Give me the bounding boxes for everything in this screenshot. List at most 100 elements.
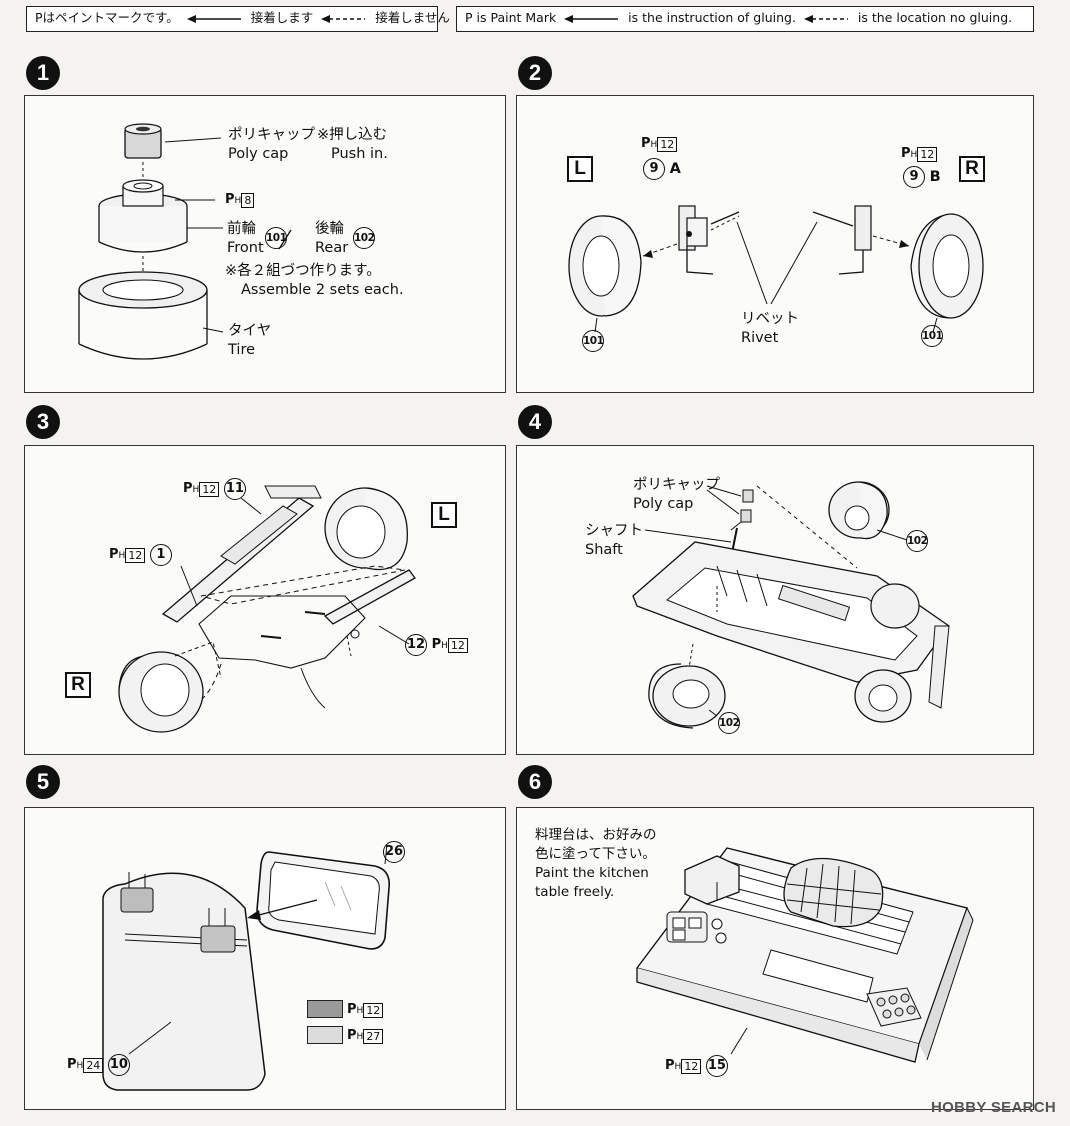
- paint-note-en-2: table freely.: [535, 884, 615, 900]
- polycap-label-en: Poly cap: [228, 146, 289, 162]
- seat-back-illustration: [102, 843, 391, 1091]
- part-12-marker: 12: [405, 634, 427, 656]
- legend-paint-mark-en: P is Paint Mark: [465, 10, 557, 25]
- paint-number-10: 24: [83, 1057, 104, 1073]
- kitchen-table-illustration: [635, 847, 974, 1063]
- legend-no-gluing-jp: 接着しません: [375, 10, 450, 25]
- legend-gluing-jp: 接着します: [250, 10, 314, 25]
- part-suffix-b: B: [929, 169, 941, 185]
- tire-label: タイヤ Tire: [228, 322, 271, 360]
- chassis-wheel-illustration: [632, 481, 950, 729]
- paint-number-b: 12: [917, 147, 938, 162]
- paint-mark-icon: PH: [183, 480, 200, 496]
- no-glue-arrow-icon: [803, 14, 848, 23]
- rivet-label-jp: リベット: [741, 311, 799, 327]
- paint-note-jp-2: 色に塗って下さい。: [535, 846, 656, 862]
- legend-jp: Pはペイントマークです。 接着します 接着しません: [26, 6, 450, 32]
- part-9b-label: 9 B: [903, 166, 941, 188]
- rivet-label: リベット Rivet: [741, 310, 799, 348]
- paint-note-jp-1: 料理台は、お好みの: [535, 827, 657, 843]
- assemble-note-jp: ※各２組づつ作ります。: [225, 263, 381, 279]
- part-101-marker: 101: [265, 227, 287, 249]
- step-number-6: 6: [518, 765, 552, 799]
- part-26-marker: 26: [383, 841, 405, 863]
- bottom-wheel-part-marker: 102: [718, 712, 740, 734]
- legend-gluing-en: is the instruction of gluing.: [628, 10, 796, 25]
- paint-number-1: 12: [125, 547, 146, 563]
- paint-mark-icon: PH: [901, 146, 918, 161]
- push-in-label-jp: ※押し込む: [317, 127, 388, 143]
- right-side-marker: R: [65, 672, 91, 698]
- glue-arrow-icon: [564, 14, 619, 23]
- assemble-note: ※各２組づつ作ります。 Assemble 2 sets each.: [225, 262, 404, 300]
- left-side-marker: L: [431, 502, 457, 528]
- paint-number-8: 8: [241, 193, 255, 208]
- step-number-5: 5: [26, 765, 60, 799]
- paint-mark-icon: PH: [347, 1002, 364, 1017]
- tire-label-en: Tire: [228, 342, 256, 358]
- step-4-panel: ポリキャップ Poly cap シャフト Shaft 102 102: [516, 445, 1034, 755]
- push-in-label-en: Push in.: [331, 146, 388, 162]
- push-in-label: ※押し込む Push in.: [317, 126, 388, 164]
- part-10-marker: 10: [107, 1054, 130, 1076]
- rear-label-jp: 後輪: [315, 221, 344, 237]
- paint-number-15: 12: [681, 1058, 702, 1074]
- part-9a-label: 9 A: [643, 158, 681, 180]
- frame-assembly-illustration: [118, 485, 416, 733]
- polycap-label-jp: ポリキャップ: [633, 477, 720, 493]
- paint-mark-icon: PH: [665, 1057, 682, 1073]
- shaft-label: シャフト Shaft: [585, 522, 643, 560]
- step-6-panel: 料理台は、お好みの 色に塗って下さい。 Paint the kitchen ta…: [516, 807, 1034, 1110]
- wheel-assembly-illustration: [78, 123, 292, 360]
- front-label-jp: 前輪: [227, 221, 256, 237]
- step-number-2: 2: [518, 56, 552, 90]
- part-11-marker: 11: [223, 478, 246, 500]
- paint-note-en-1: Paint the kitchen: [535, 865, 649, 881]
- part-9-marker: 9: [903, 166, 925, 188]
- glue-arrow-icon: [186, 14, 241, 23]
- part-102-marker: 102: [353, 227, 375, 249]
- step-number-4: 4: [518, 405, 552, 439]
- paint-number-dark: 12: [363, 1003, 384, 1018]
- paint-mark-icon: PH: [347, 1028, 364, 1043]
- left-side-marker: L: [567, 156, 593, 182]
- paint-swatch-dark: [307, 1000, 343, 1018]
- paint-mark-icon: PH: [67, 1056, 84, 1072]
- shaft-label-en: Shaft: [585, 542, 623, 558]
- paint-number-11: 12: [199, 481, 220, 497]
- paint-mark-icon: PH: [431, 636, 448, 652]
- polycap-label: ポリキャップ Poly cap: [633, 476, 720, 514]
- step-number-3: 3: [26, 405, 60, 439]
- polycap-label-en: Poly cap: [633, 496, 694, 512]
- legend-no-gluing-en: is the location no gluing.: [857, 10, 1013, 25]
- tire-label-jp: タイヤ: [228, 323, 272, 339]
- paint-number-a: 12: [657, 137, 678, 152]
- paint-swatch-light: [307, 1026, 343, 1044]
- no-glue-arrow-icon: [321, 14, 366, 23]
- rivet-label-en: Rivet: [741, 330, 779, 346]
- part-9-marker: 9: [643, 158, 665, 180]
- polycap-label: ポリキャップ Poly cap: [228, 126, 315, 164]
- paint-number-light: 27: [363, 1029, 384, 1044]
- legend-paint-mark-jp: Pはペイントマークです。: [35, 10, 179, 25]
- rear-label-en: Rear: [315, 240, 349, 256]
- front-label: 前輪 Front: [227, 220, 264, 258]
- paint-number-12: 12: [447, 637, 468, 653]
- polycap-label-jp: ポリキャップ: [228, 127, 315, 143]
- paint-note: 料理台は、お好みの 色に塗って下さい。 Paint the kitchen ta…: [535, 826, 657, 902]
- paint-mark-icon: PH: [225, 192, 242, 207]
- suspension-illustration: [568, 205, 984, 333]
- assemble-note-en: Assemble 2 sets each.: [241, 282, 404, 298]
- step-number-1: 1: [26, 56, 60, 90]
